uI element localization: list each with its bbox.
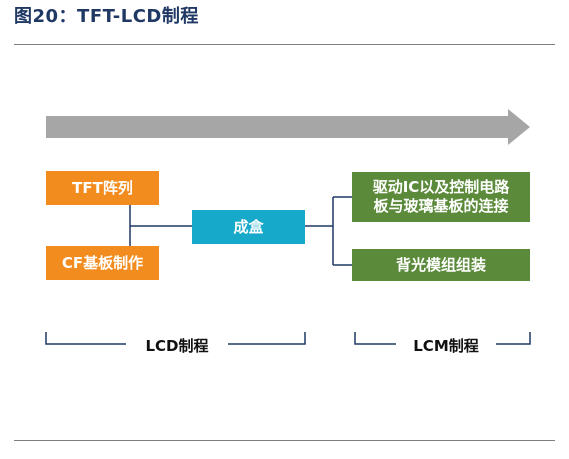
node-backlight-assembly: 背光模组组装 [352,249,530,281]
node-cell-assembly: 成盒 [192,210,305,244]
node-cell-assembly-label: 成盒 [233,217,264,236]
node-driver-ic-line1: 驱动IC以及控制电路 [372,178,510,196]
bottom-divider [14,440,555,441]
lcd-phase-label: LCD制程 [126,335,228,356]
node-tft-array: TFT阵列 [46,171,159,205]
node-cf-substrate-label: CF基板制作 [61,253,144,272]
node-driver-ic-line2: 板与玻璃基板的连接 [373,197,509,215]
node-backlight-label: 背光模组组装 [395,255,486,274]
top-divider [14,44,555,45]
process-arrow [46,109,530,145]
node-cf-substrate: CF基板制作 [46,246,159,280]
node-driver-ic-bonding: 驱动IC以及控制电路 板与玻璃基板的连接 [352,172,530,222]
lcm-phase-label: LCM制程 [396,335,496,356]
figure-title: 图20：TFT-LCD制程 [14,6,199,27]
node-tft-array-label: TFT阵列 [72,178,133,197]
